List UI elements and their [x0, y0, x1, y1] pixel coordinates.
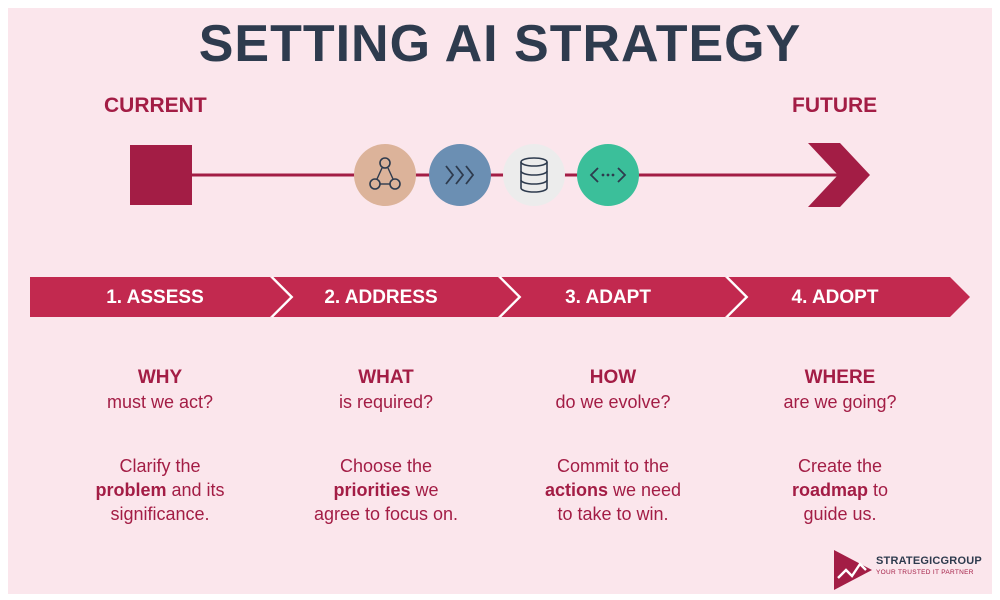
stage-description: Create the roadmap to guide us. [730, 454, 950, 526]
stage-label-adapt: 3. ADAPT [565, 287, 651, 308]
code-icon [577, 144, 639, 206]
stage-column-1: WHY must we act? Clarify the problem and … [50, 366, 270, 526]
stage-description: Commit to the actions we need to take to w… [503, 454, 723, 526]
stage-label-assess: 1. ASSESS [106, 287, 204, 308]
stage-column-4: WHERE are we going? Create the roadmap to… [730, 366, 950, 526]
question-subtext: are we going? [783, 392, 897, 412]
description-text: we need [607, 480, 682, 500]
stage-arrow-4 [727, 277, 970, 317]
stage-column-2: WHAT is required? Choose the priorities w… [276, 366, 496, 526]
stage-description: Clarify the problem and its significance. [50, 454, 270, 526]
question-subtext: is required? [338, 392, 434, 412]
current-label: CURRENT [104, 94, 207, 117]
page-title: SETTING AI STRATEGY [198, 15, 802, 73]
description-keyword: actions [544, 480, 608, 500]
question-heading: HOW [589, 367, 637, 388]
stage-column-3: HOW do we evolve? Commit to the actions w… [503, 366, 723, 526]
description-keyword: priorities [333, 480, 411, 500]
stage-arrow-2 [272, 277, 518, 317]
description-keyword: roadmap [791, 480, 868, 500]
description-text: we [410, 480, 439, 500]
logo-mark-icon [834, 550, 872, 590]
description-text: Choose the [339, 456, 433, 476]
future-arrow [808, 143, 870, 207]
description-text: Clarify the [119, 456, 201, 476]
stage-label-adopt: 4. ADOPT [791, 287, 879, 308]
description-text: Commit to the [556, 456, 670, 476]
company-logo: STRATEGICGROUP YOUR TRUSTED IT PARTNER [832, 548, 992, 592]
description-text: to [868, 480, 889, 500]
logo-name: STRATEGICGROUP [876, 555, 982, 567]
description-text: to take to win. [557, 504, 669, 524]
description-text: guide us. [803, 504, 877, 524]
logo-tagline: YOUR TRUSTED IT PARTNER [876, 569, 974, 576]
description-text: and its [166, 480, 225, 500]
description-text: significance. [110, 504, 210, 524]
question-subtext: do we evolve? [555, 392, 671, 412]
description-text: Create the [797, 456, 883, 476]
stage-arrow-1 [30, 277, 290, 317]
database-icon [503, 144, 565, 206]
question-heading: WHAT [358, 367, 414, 388]
current-square [130, 145, 192, 205]
stage-arrow-3 [500, 277, 745, 317]
stage-label-address: 2. ADDRESS [324, 287, 438, 308]
description-keyword: problem [95, 480, 167, 500]
question-heading: WHY [137, 367, 183, 388]
people-network-icon [354, 144, 416, 206]
question-heading: WHERE [804, 367, 876, 388]
question-subtext: must we act? [106, 392, 214, 412]
chevrons-icon [429, 144, 491, 206]
description-text: agree to focus on. [313, 504, 459, 524]
stage-description: Choose the priorities we agree to focus on… [276, 454, 496, 526]
future-label: FUTURE [792, 94, 878, 117]
